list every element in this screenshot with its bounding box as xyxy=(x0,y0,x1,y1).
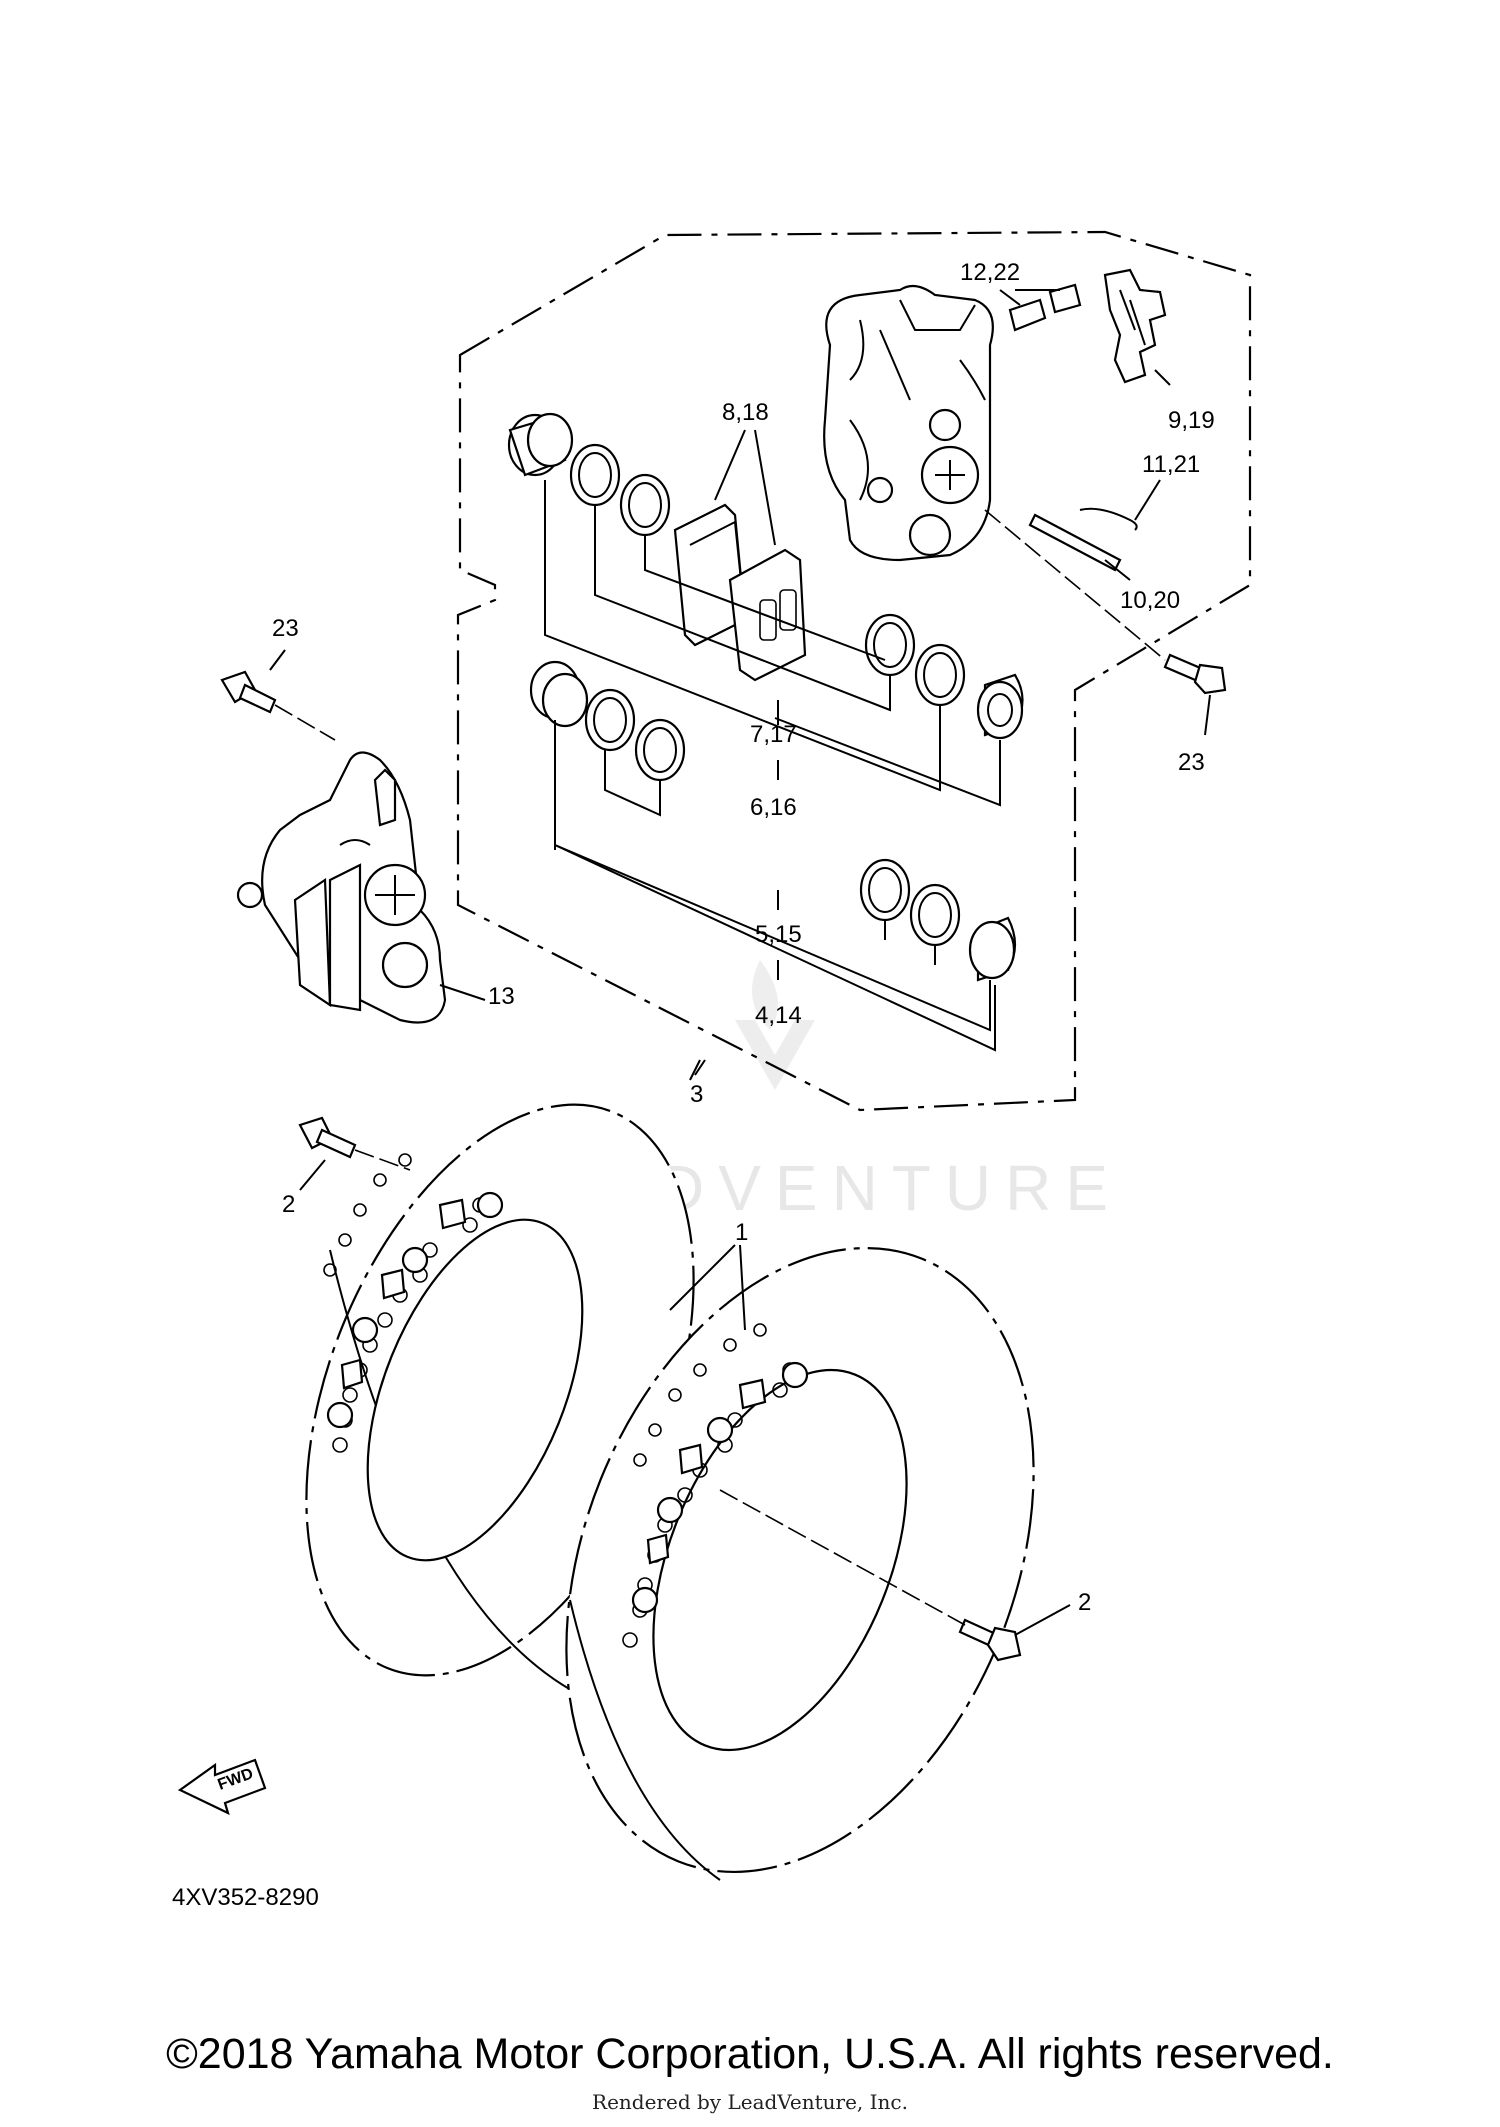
leader-23-left xyxy=(269,649,286,671)
upper-pistons-seals xyxy=(507,412,1024,740)
disc-bolt-right xyxy=(958,1618,1022,1662)
leader-12-22 xyxy=(999,289,1060,306)
bleeder-screw xyxy=(1008,283,1082,332)
callout-3: 3 xyxy=(690,1081,703,1108)
clip xyxy=(1079,507,1138,531)
callout-7-17: 7,17 xyxy=(750,721,797,748)
pad-pin xyxy=(1028,513,1122,572)
callout-2-left: 2 xyxy=(282,1191,295,1218)
callout-23-right: 23 xyxy=(1178,749,1205,776)
rendered-by-notice: Rendered by LeadVenture, Inc. xyxy=(592,2090,908,2114)
copyright-notice: ©2018 Yamaha Motor Corporation, U.S.A. A… xyxy=(166,2030,1334,2078)
left-caliper xyxy=(236,751,447,1024)
watermark-logo xyxy=(735,960,815,1090)
leader-8-18 xyxy=(714,429,776,546)
leader-2-right xyxy=(1014,1604,1071,1636)
disc-left-holes xyxy=(323,1153,488,1453)
leader-lines-upper xyxy=(544,480,1001,807)
leader-2-left xyxy=(299,1159,326,1191)
callout-5-15: 5,15 xyxy=(755,921,802,948)
caliper-bolt-left xyxy=(220,670,277,714)
leader-23-right xyxy=(1204,694,1211,736)
leader-3 xyxy=(689,1059,701,1081)
disc-bolt-left xyxy=(298,1116,357,1159)
callout-11-21: 11,21 xyxy=(1142,451,1200,478)
callout-4-14: 4,14 xyxy=(755,1002,802,1029)
callout-23-left: 23 xyxy=(272,615,299,642)
leader-disc-bolt-right-axis xyxy=(719,1489,966,1626)
fwd-arrow-icon: FWD xyxy=(177,1758,267,1816)
leader-bolt-axis xyxy=(984,509,1166,661)
leader-1 xyxy=(669,1244,746,1331)
diagram-code: 4XV352-8290 xyxy=(172,1884,319,1911)
callout-8-18: 8,18 xyxy=(722,399,769,426)
callout-13: 13 xyxy=(488,983,515,1010)
lower-pistons-seals xyxy=(529,660,1017,982)
callout-12-22: 12,22 xyxy=(960,259,1020,286)
leader-lines-lower xyxy=(554,720,996,1076)
caliper-bolt-right xyxy=(1163,653,1227,695)
caliper-kit-outline xyxy=(456,230,1252,1112)
callout-10-20: 10,20 xyxy=(1120,587,1180,614)
leader-left-bolt-axis xyxy=(274,704,336,741)
leader-11-21 xyxy=(1134,479,1161,521)
leader-disc-bolt-left-axis xyxy=(354,1149,411,1171)
callout-2-right: 2 xyxy=(1078,1589,1091,1616)
callout-9-19: 9,19 xyxy=(1168,407,1215,434)
callout-1: 1 xyxy=(735,1219,748,1246)
leader-10-20 xyxy=(1104,559,1131,581)
brake-pads xyxy=(673,503,807,682)
leader-9-19 xyxy=(1154,369,1171,386)
leader-13 xyxy=(439,984,486,1001)
pad-spring xyxy=(1103,268,1167,384)
right-caliper xyxy=(823,284,994,562)
disc-right-buttons xyxy=(631,1361,809,1614)
brake-disc-right xyxy=(565,1246,1035,1881)
disc-left-buttons xyxy=(326,1191,504,1429)
callout-6-16: 6,16 xyxy=(750,794,797,821)
